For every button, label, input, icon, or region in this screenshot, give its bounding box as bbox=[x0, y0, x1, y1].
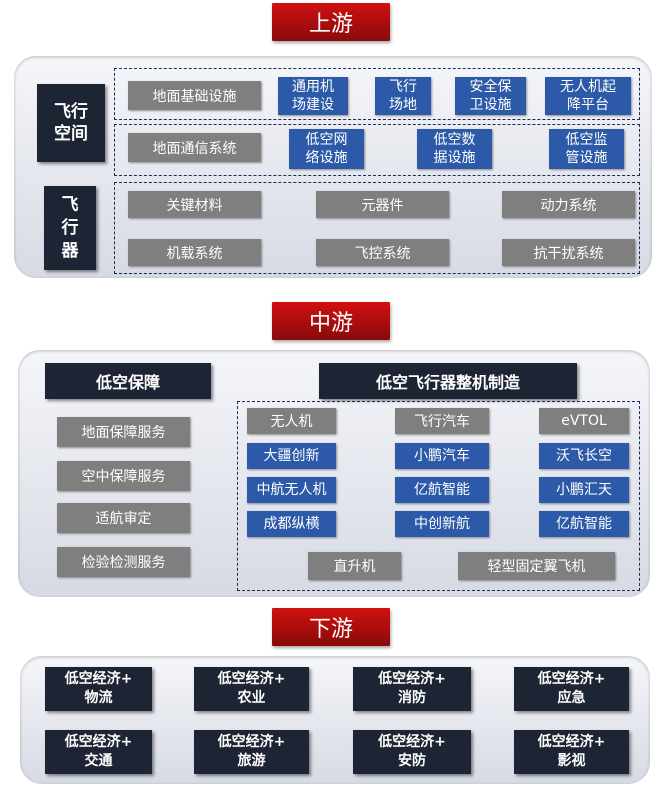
downstream-field: 物流 bbox=[84, 690, 113, 706]
downstream-prefix: 低空经济+ bbox=[64, 671, 133, 687]
downstream-prefix: 低空经济+ bbox=[378, 671, 446, 687]
category-evtol: eVTOL bbox=[539, 408, 629, 434]
company-avic-uav: 中航无人机 bbox=[247, 477, 336, 503]
downstream-firefighting: 低空经济+ 消防 bbox=[353, 667, 471, 711]
downstream-field: 应急 bbox=[557, 690, 586, 706]
company-xpeng-aeroht: 小鹏汇天 bbox=[539, 477, 629, 503]
lowalt-network: 低空网 络设施 bbox=[289, 129, 364, 169]
flight-field: 飞行 场地 bbox=[375, 77, 431, 115]
ground-infrastructure: 地面基础设施 bbox=[128, 81, 261, 110]
downstream-prefix: 低空经济+ bbox=[537, 671, 606, 687]
flight-space-label: 飞行 空间 bbox=[37, 84, 105, 162]
downstream-field: 交通 bbox=[84, 753, 113, 769]
downstream-security: 低空经济+ 安防 bbox=[353, 730, 471, 774]
manufacturing-group bbox=[237, 401, 640, 591]
downstream-transport: 低空经济+ 交通 bbox=[45, 730, 152, 774]
inspection-service: 检验检测服务 bbox=[57, 547, 190, 577]
company-dji: 大疆创新 bbox=[247, 443, 336, 469]
lowalt-supervision: 低空监 管设施 bbox=[549, 129, 624, 169]
downstream-prefix: 低空经济+ bbox=[537, 734, 606, 750]
parts-group bbox=[114, 182, 640, 274]
company-ehang: 亿航智能 bbox=[395, 477, 489, 503]
support-title: 低空保障 bbox=[45, 363, 211, 399]
onboard-system: 机载系统 bbox=[128, 239, 261, 266]
flight-control: 飞控系统 bbox=[316, 239, 449, 266]
downstream-field: 消防 bbox=[398, 690, 426, 706]
airworthiness: 适航审定 bbox=[57, 503, 190, 533]
general-airport: 通用机 场建设 bbox=[278, 77, 348, 115]
power-system: 动力系统 bbox=[502, 191, 635, 218]
aircraft-label: 飞 行 器 bbox=[44, 186, 96, 270]
drone-platform: 无人机起 降平台 bbox=[545, 77, 631, 115]
security-facility: 安全保 卫设施 bbox=[455, 77, 526, 115]
key-materials: 关键材料 bbox=[128, 191, 261, 218]
infrastructure-group bbox=[114, 68, 640, 120]
upstream-header: 上游 bbox=[272, 3, 390, 41]
downstream-agriculture: 低空经济+ 农业 bbox=[194, 667, 309, 711]
downstream-film: 低空经济+ 影视 bbox=[514, 730, 629, 774]
downstream-prefix: 低空经济+ bbox=[378, 734, 446, 750]
company-xpeng: 小鹏汽车 bbox=[395, 443, 489, 469]
downstream-field: 旅游 bbox=[237, 753, 266, 769]
downstream-field: 农业 bbox=[237, 690, 266, 706]
company-aerofugia: 沃飞长空 bbox=[539, 443, 629, 469]
downstream-prefix: 低空经济+ bbox=[217, 671, 286, 687]
downstream-prefix: 低空经济+ bbox=[217, 734, 286, 750]
lowalt-data: 低空数 据设施 bbox=[417, 129, 492, 169]
air-support-service: 空中保障服务 bbox=[57, 461, 190, 491]
communication-group bbox=[114, 124, 640, 176]
company-calb: 中创新航 bbox=[395, 511, 489, 537]
downstream-field: 安防 bbox=[398, 753, 426, 769]
downstream-tourism: 低空经济+ 旅游 bbox=[194, 730, 309, 774]
company-ehang-evtol: 亿航智能 bbox=[539, 511, 629, 537]
ground-support-service: 地面保障服务 bbox=[57, 417, 190, 447]
downstream-logistics: 低空经济+ 物流 bbox=[45, 667, 152, 711]
helicopter: 直升机 bbox=[308, 552, 401, 580]
downstream-prefix: 低空经济+ bbox=[64, 734, 133, 750]
ground-communication: 地面通信系统 bbox=[128, 133, 261, 162]
category-flying-car: 飞行汽车 bbox=[395, 408, 489, 434]
components: 元器件 bbox=[316, 191, 449, 218]
downstream-field: 影视 bbox=[557, 753, 586, 769]
company-jouav: 成都纵横 bbox=[247, 511, 336, 537]
light-fixed-wing: 轻型固定翼飞机 bbox=[458, 552, 615, 580]
anti-interference: 抗干扰系统 bbox=[502, 239, 635, 266]
midstream-header: 中游 bbox=[272, 302, 390, 340]
downstream-emergency: 低空经济+ 应急 bbox=[514, 667, 629, 711]
category-drone: 无人机 bbox=[247, 408, 336, 434]
downstream-header: 下游 bbox=[272, 608, 390, 646]
manufacturing-title: 低空飞行器整机制造 bbox=[319, 363, 577, 399]
